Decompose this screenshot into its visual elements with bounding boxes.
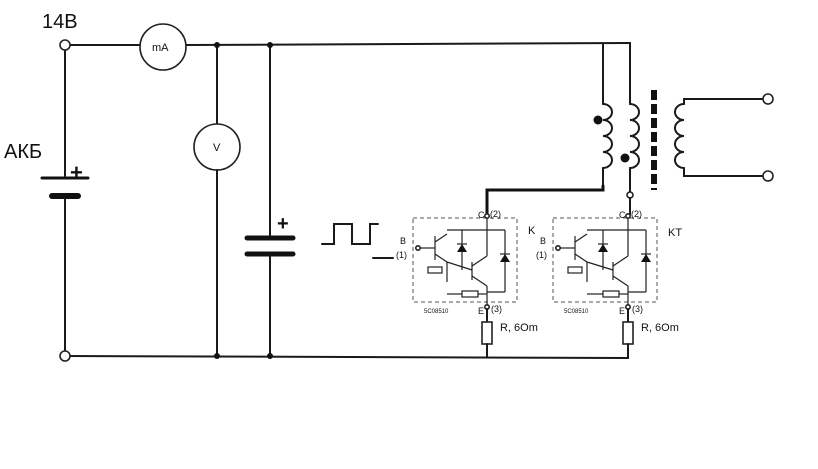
base-pin-2 <box>554 245 561 252</box>
collector-pin-label-2: (2) <box>631 209 642 219</box>
battery <box>40 44 90 357</box>
module-2-right-label: KT <box>668 227 682 239</box>
base-label-2: B <box>540 236 546 246</box>
emitter-pin-label-1: (3) <box>491 304 502 314</box>
junction-voltmeter-top <box>214 42 220 48</box>
junction-voltmeter-bottom <box>214 353 220 359</box>
transformer <box>602 42 769 193</box>
resistor-label-1: R, 6Оm <box>500 322 538 334</box>
secondary-terminal-top <box>762 93 774 105</box>
resistor-2 <box>622 321 634 345</box>
module-2-side-label: K <box>528 225 536 237</box>
resistor-label-2: R, 6Оm <box>641 322 679 334</box>
collector-pin-1 <box>483 213 490 220</box>
battery-plus-sign: + <box>70 160 83 185</box>
collector-label-1: C <box>478 210 485 220</box>
secondary-terminal-bottom <box>762 170 774 182</box>
igbt-module-1 <box>412 216 518 306</box>
collector-label-2: C <box>619 210 626 220</box>
base-pin-label-1: (1) <box>396 250 407 260</box>
top-rail <box>64 42 631 46</box>
voltmeter-label: V <box>213 142 221 154</box>
square-wave-symbol <box>321 223 379 245</box>
emitter-pin-label-2: (3) <box>632 304 643 314</box>
capacitor-plus-sign: + <box>277 213 289 235</box>
igbt-module-2 <box>552 216 658 306</box>
junction-capacitor-bottom <box>267 353 273 359</box>
base-pin-label-2: (1) <box>536 250 547 260</box>
part-number-2: 5C08510 <box>564 309 589 315</box>
resistor-1 <box>481 321 493 345</box>
supply-terminal-bottom <box>59 350 71 362</box>
emitter-label-2: E <box>619 306 625 316</box>
part-number-1: 5C08510 <box>424 309 449 315</box>
junction-capacitor-top <box>267 42 273 48</box>
winding-dot-1 <box>593 115 603 125</box>
collector-pin-2 <box>624 213 631 220</box>
winding1-to-collector1 <box>485 184 605 216</box>
base-pin-1 <box>414 245 421 252</box>
capacitor <box>244 44 296 357</box>
battery-label: АКБ <box>4 141 42 163</box>
supply-terminal-top <box>59 39 71 51</box>
collector-pin-label-1: (2) <box>490 209 501 219</box>
bottom-rail <box>64 355 629 359</box>
ammeter-label: mA <box>152 42 169 54</box>
base-label-1: B <box>400 236 406 246</box>
supply-voltage-label: 14В <box>42 11 78 33</box>
winding-dot-2 <box>620 153 630 163</box>
ammeter <box>139 23 187 71</box>
emitter-label-1: E <box>478 306 484 316</box>
